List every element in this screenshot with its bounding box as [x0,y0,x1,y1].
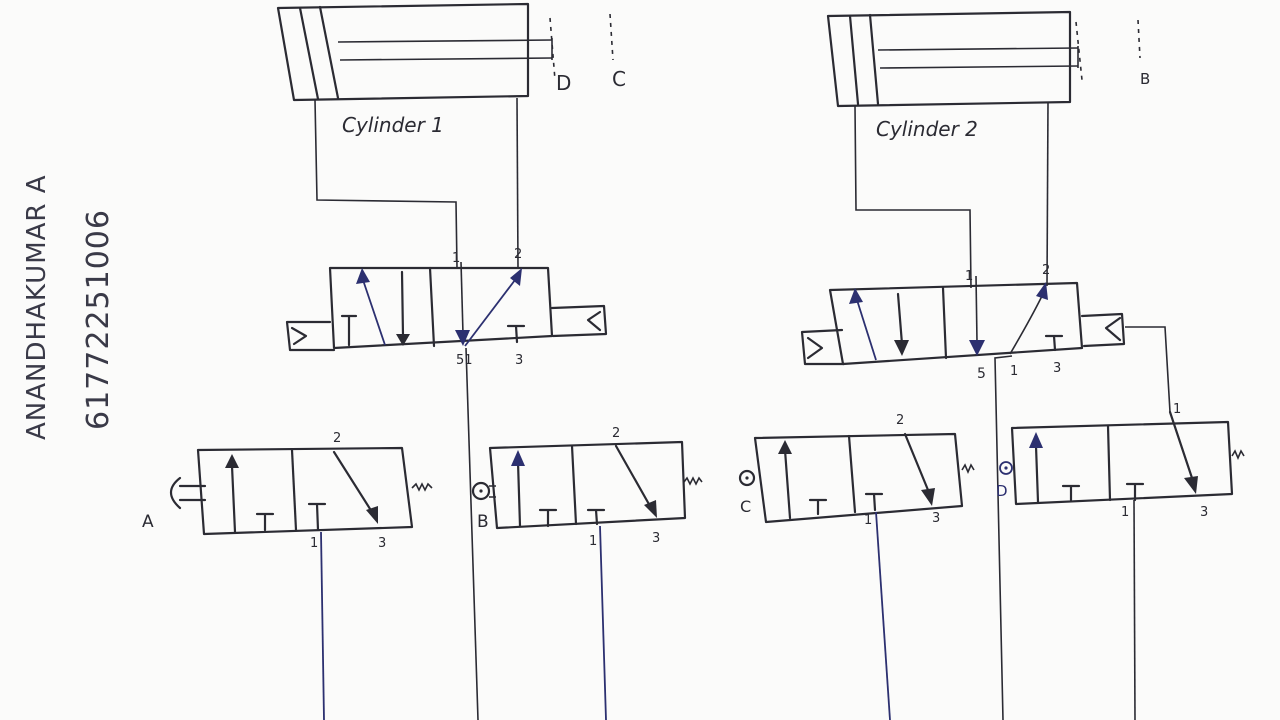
valve-label-c: C [740,497,751,516]
port-label: 3 [1200,505,1208,520]
air-line [994,355,1013,720]
port-label: 1 [1010,364,1018,379]
port-label: 2 [612,426,620,441]
air-line [875,511,891,720]
port-label: 1 [864,513,872,528]
signal-valve-b: B 2 1 3 [471,426,703,549]
port-label: 2 [514,247,522,262]
limit-label-d: D [556,71,571,95]
port-label: 3 [515,353,523,368]
port-label: 1 [965,269,973,284]
port-label: 2 [333,431,341,446]
roll-number: 61772251006 [81,209,116,430]
port-label: 3 [652,531,660,546]
cylinder-2-label: Cylinder 2 [876,117,978,141]
air-line [314,99,458,269]
air-line [1046,101,1049,287]
cylinder-1: D C Cylinder 1 [276,2,626,137]
limit-label-b: B [1140,70,1150,88]
port-label: 2 [1042,263,1050,278]
cylinder-1-label: Cylinder 1 [342,113,444,137]
valve-label-a: A [142,512,154,532]
main-valve-2: 1 2 5 1 3 [800,263,1126,382]
signal-valve-a: A 2 1 3 [142,431,433,551]
main-valve-1: 1 2 51 3 [285,247,608,368]
port-label: 1 [589,534,597,549]
air-line [516,97,519,269]
air-line [854,105,972,289]
port-label: 1 [310,536,318,551]
valve-label-d: D [996,482,1008,500]
air-line [465,347,479,720]
port-label: 1 [1121,505,1129,520]
port-label: 5 [977,366,986,382]
port-label: 1 [452,251,460,266]
port-label: 51 [456,353,473,368]
port-label: 3 [378,536,386,551]
port-label: 3 [1053,361,1061,376]
signal-valve-d: D 1 1 3 [996,402,1245,520]
valve-label-b: B [477,512,489,532]
port-label: 3 [932,511,940,526]
pilot-line [1125,326,1171,413]
air-line [1133,499,1136,720]
limit-label-c: C [612,67,626,91]
port-label: 1 [1173,402,1181,417]
air-line [320,531,325,720]
cylinder-2: B Cylinder 2 [826,10,1150,141]
author-name: ANANDHAKUMAR A [22,174,52,440]
port-label: 2 [896,413,904,428]
signal-valve-c: C 2 1 3 [738,413,975,528]
air-line [599,525,607,720]
